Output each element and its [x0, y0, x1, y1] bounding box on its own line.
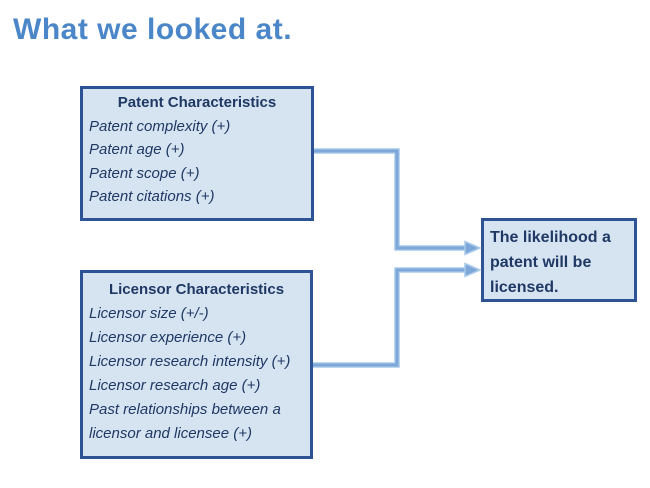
list-item: Patent scope (+): [89, 164, 200, 182]
list-item: Past relationships between a licensor an…: [89, 401, 281, 442]
licensor-characteristics-box: Licensor Characteristics Licensor size (…: [80, 270, 313, 459]
arrowhead-icon: [464, 262, 482, 278]
arrow-patent-to-outcome: [314, 148, 482, 256]
list-item: Licensor size (+/-): [89, 305, 209, 322]
outcome-box: The likelihood a patent will be licensed…: [481, 218, 637, 302]
list-item: Patent age (+): [89, 141, 185, 158]
list-item: Licensor experience (+): [89, 329, 247, 346]
patent-characteristics-box: Patent Characteristics Patent complexity…: [80, 86, 314, 221]
licensor-box-heading: Licensor Characteristics: [108, 281, 285, 298]
list-item: Patent citations (+): [89, 188, 215, 205]
list-item: Licensor research age (+): [89, 377, 261, 394]
list-item: Licensor research intensity (+): [89, 353, 291, 370]
list-item: Patent complexity (+): [89, 117, 231, 135]
patent-box-heading: Patent Characteristics: [117, 94, 277, 111]
page-title: What we looked at.: [13, 13, 293, 46]
arrow-licensor-to-outcome: [313, 262, 482, 368]
outcome-text: The likelihood a patent will be licensed…: [490, 229, 611, 296]
arrowhead-icon: [464, 240, 482, 256]
